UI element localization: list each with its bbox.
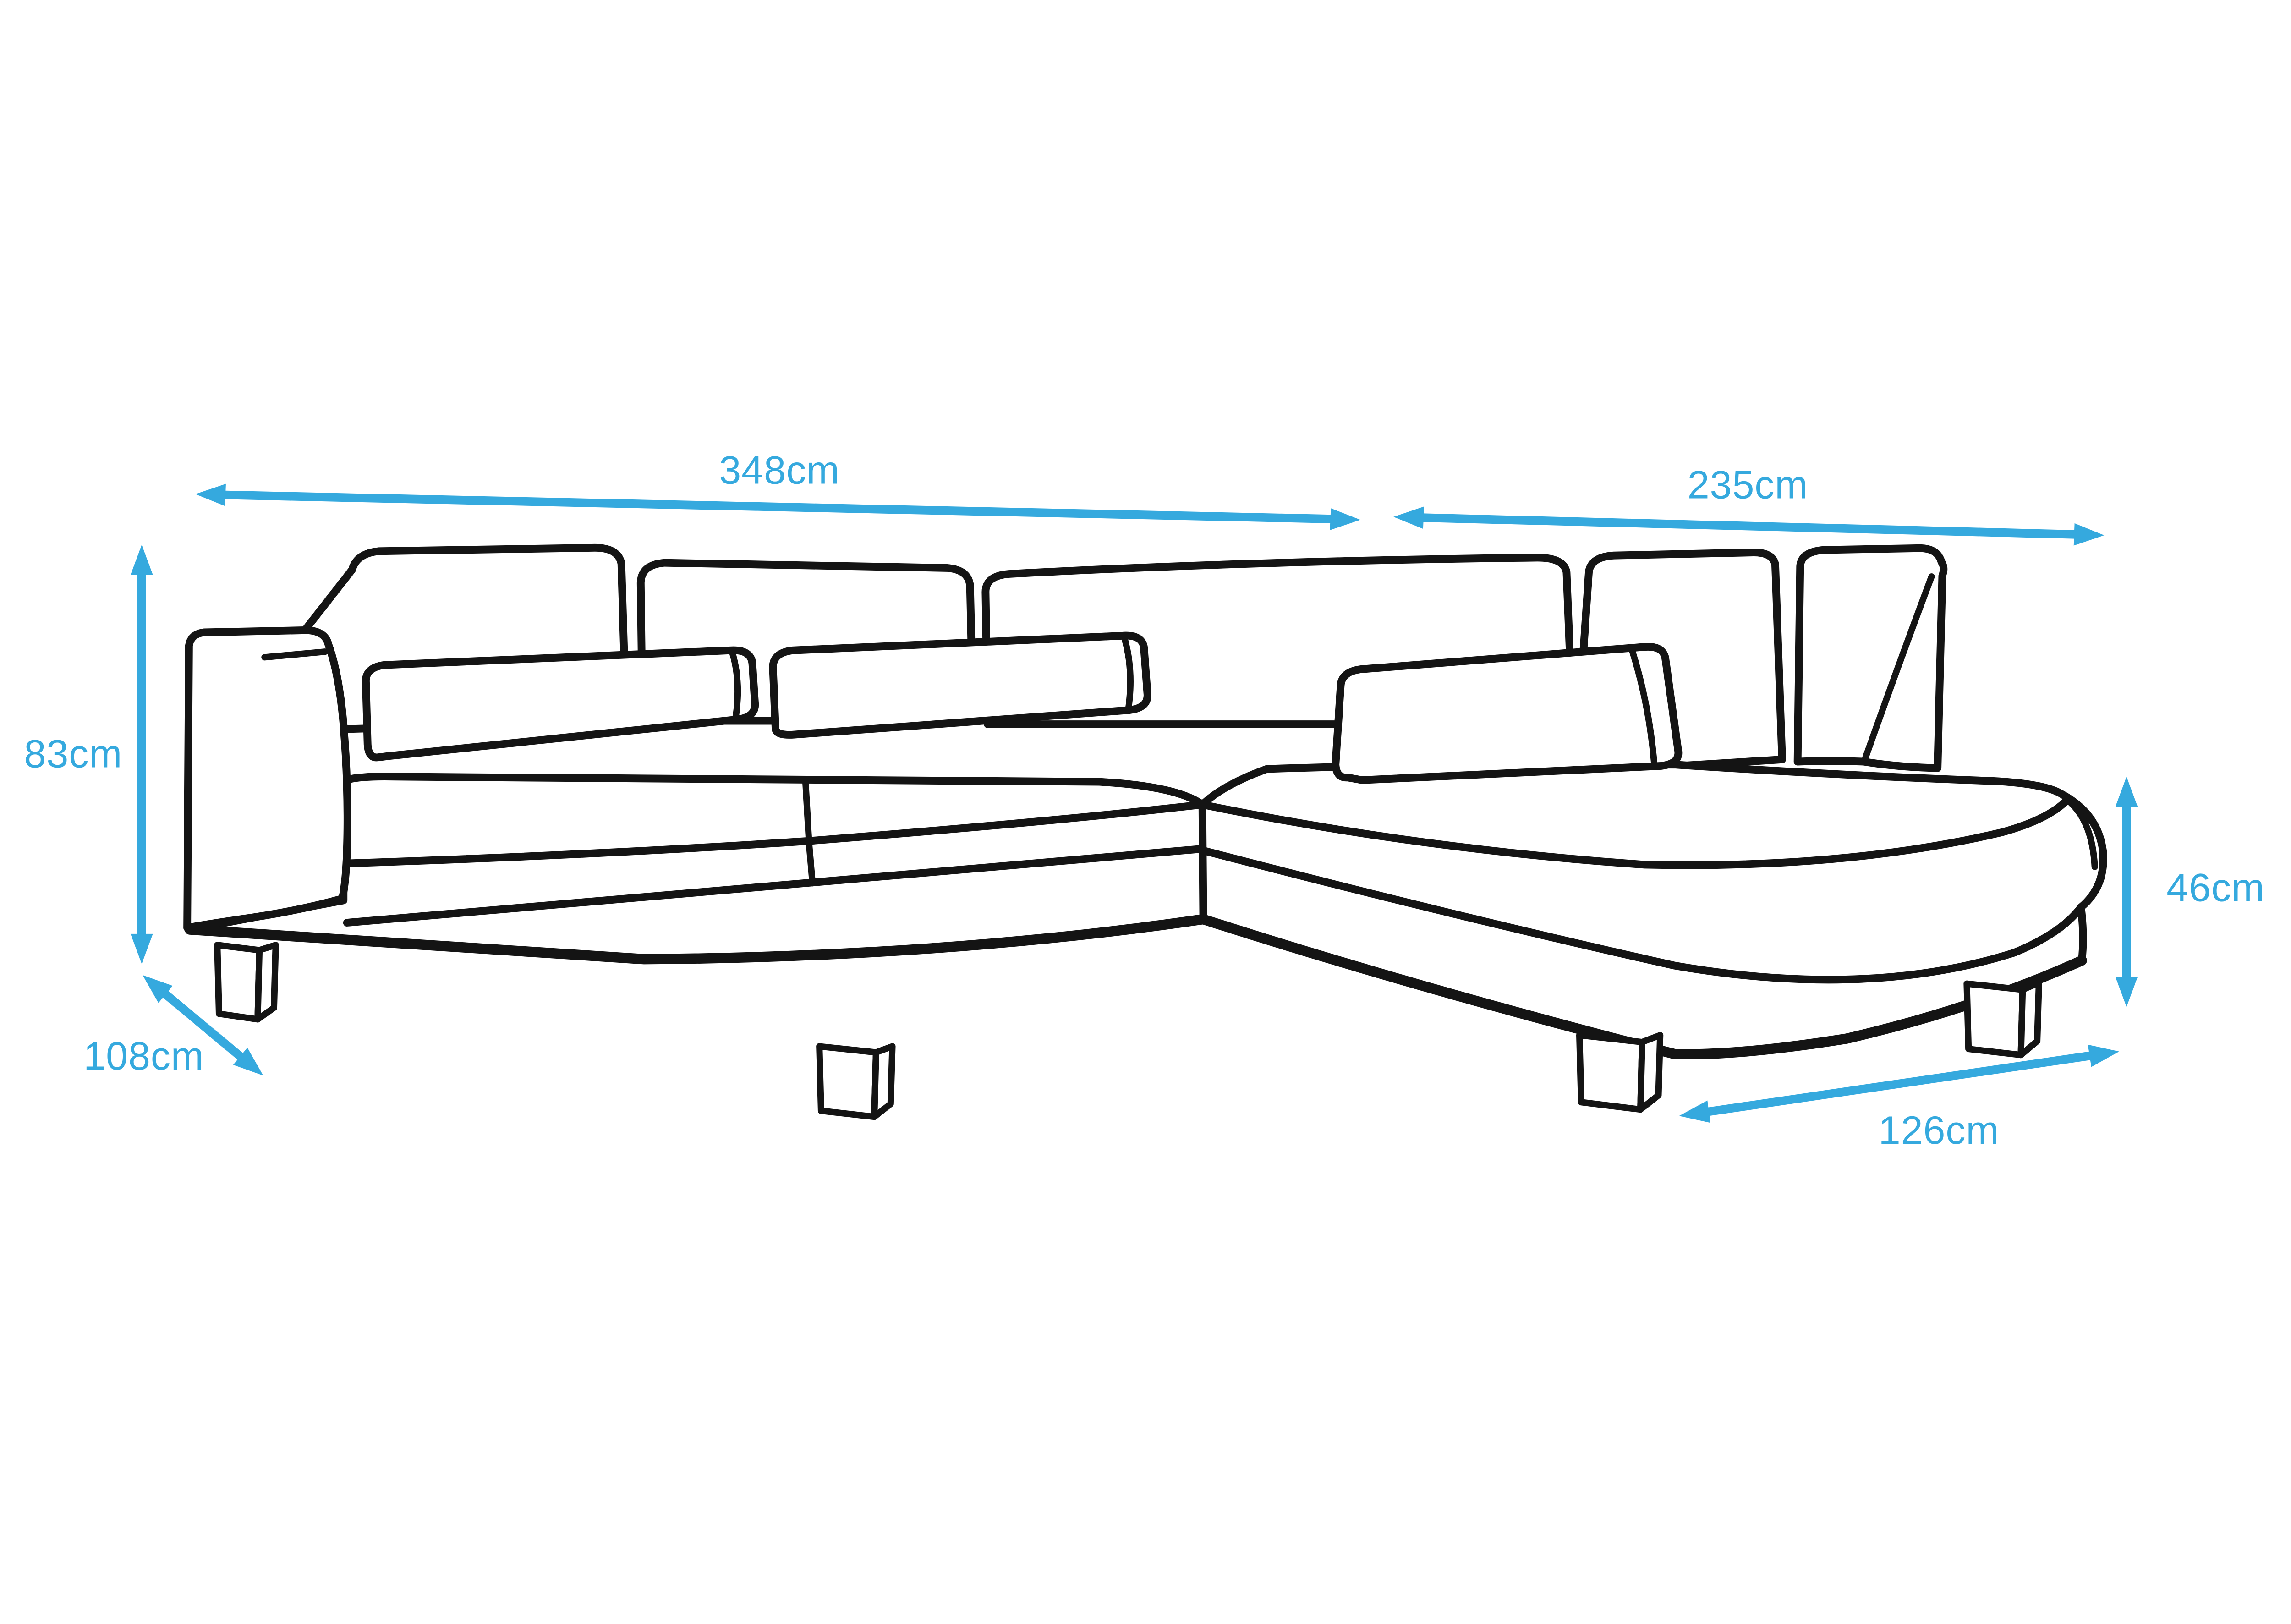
sofa-dimension-diagram: 348cm 235cm 83cm 108cm [0, 51, 2291, 1573]
arrowhead-down-icon [2115, 977, 2138, 1007]
diagram-canvas: 348cm 235cm 83cm 108cm [24, 449, 2265, 1152]
arrowhead-left-icon [195, 483, 226, 506]
chaise-seat-bottom-line [1199, 846, 2085, 984]
arrowhead-left-icon [1393, 506, 1424, 529]
dimension-chaise-section-depth: 126cm [1679, 1044, 2120, 1152]
arrowhead-right-icon [1330, 508, 1361, 531]
arrowhead-upleft-icon [143, 975, 173, 1004]
chaise-depth-arrow-line [1704, 1051, 2094, 1116]
chaise-back-cushion-outer [1793, 544, 1948, 772]
arrowhead-downright-icon [233, 1048, 263, 1076]
foot-mid-left [816, 1043, 896, 1120]
chaise-width-arrow-line [1419, 513, 2079, 539]
foot-front-left [214, 942, 279, 1023]
arrowhead-right-icon [2073, 523, 2105, 546]
lumbar-pillow-middle [769, 631, 1151, 739]
sofa-drawing [183, 544, 2107, 1120]
dimension-main-section-width: 348cm [195, 449, 1361, 531]
arrowhead-up-icon [130, 545, 153, 575]
arrowhead-up-icon [2115, 777, 2138, 807]
seat-cushion-seam-top [802, 780, 812, 847]
chaise-width-label: 235cm [1688, 463, 1808, 507]
main-depth-label: 108cm [83, 1034, 204, 1078]
dimension-overall-height: 83cm [24, 545, 153, 964]
seat-bottom-line-main [343, 845, 1206, 927]
dimension-chaise-section-width: 235cm [1393, 463, 2105, 546]
left-arm-top-line [261, 648, 329, 661]
arrowhead-down-icon [130, 934, 153, 964]
main-width-arrow-line [221, 490, 1335, 524]
foot-chaise-right [1963, 979, 2042, 1059]
lumbar-pillow-left [362, 646, 759, 762]
lumbar-pillow-chaise [1332, 643, 1683, 785]
lumbar-pillow-middle-fold [1121, 634, 1134, 712]
arrowhead-upright-icon [2088, 1044, 2120, 1067]
left-arm [183, 626, 351, 932]
overall-height-label: 83cm [24, 732, 123, 776]
dimension-main-section-depth: 108cm [83, 975, 263, 1078]
main-width-label: 348cm [719, 449, 839, 493]
arrowhead-downleft-icon [1679, 1100, 1710, 1123]
seat-cushion-seam-front [806, 840, 816, 887]
corner-seam-vertical [1198, 801, 1207, 922]
foot-chaise-left [1576, 1032, 1664, 1113]
chaise-back-cushion-fold-line [1862, 573, 1935, 761]
main-depth-arrow-line [161, 990, 245, 1061]
chaise-depth-label: 126cm [1879, 1108, 1999, 1152]
base-bottom-edge [185, 914, 2087, 1060]
chaise-roll-inner-line [2064, 796, 2098, 870]
dimension-seat-height: 46cm [2115, 777, 2265, 1007]
lumbar-pillow-left-fold [729, 649, 741, 721]
chaise-front-crease [1198, 796, 2072, 869]
seat-height-label: 46cm [2166, 866, 2265, 910]
lumbar-pillow-chaise-fold [1628, 646, 1658, 767]
